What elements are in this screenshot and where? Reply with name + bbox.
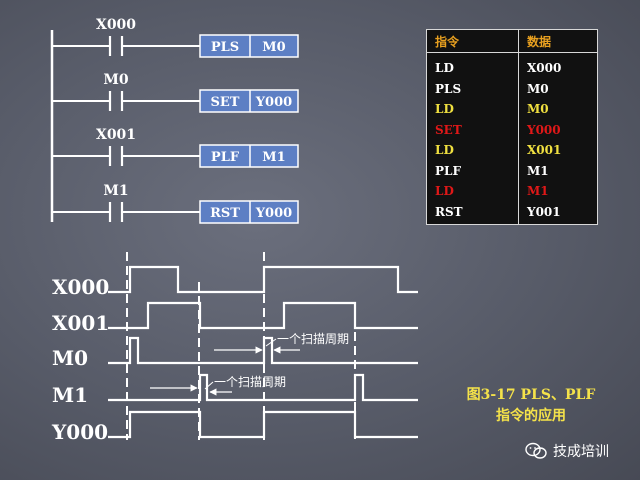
- contact-label: X001: [96, 127, 136, 143]
- caption-line-2: 指令的应用: [496, 408, 566, 424]
- instruction-mnemonic: RST: [210, 206, 240, 221]
- table-instr-cell: PLF: [435, 163, 461, 178]
- scan-period-label: 一个扫描周期: [214, 375, 286, 389]
- signal-row: X000: [52, 265, 418, 299]
- table-instr-cell: LD: [435, 143, 454, 157]
- table-header-data: 数据: [527, 35, 552, 49]
- table-instr-cell: SET: [435, 122, 462, 137]
- instruction-box: [199, 144, 299, 168]
- watermark: 技成培训: [525, 441, 609, 461]
- table-column-divider: [518, 30, 519, 224]
- table-instr-cell: LD: [435, 184, 454, 198]
- table-data-cell: M1: [527, 163, 549, 178]
- scan-period-leader: [265, 338, 277, 347]
- table-header-divider: [427, 52, 597, 53]
- table-data-cell: Y001: [527, 204, 561, 219]
- instruction-operand: M0: [262, 40, 285, 55]
- signal-label: X001: [52, 311, 109, 335]
- table-data-cell: M1: [527, 184, 549, 198]
- signal-row: Y000: [51, 410, 418, 444]
- instruction-mnemonic: SET: [211, 95, 240, 110]
- table-data-cell: Y000: [527, 122, 561, 137]
- signal-waveform: [108, 301, 418, 330]
- instruction-box: [199, 89, 299, 113]
- signal-waveform: [108, 336, 418, 365]
- watermark-text: 技成培训: [553, 444, 609, 460]
- table-data-cell: M0: [527, 102, 549, 116]
- caption-line-1: 图3-17 PLS、PLF: [466, 387, 596, 403]
- table-data-cell: X000: [527, 61, 562, 75]
- instruction-mnemonic: PLS: [211, 40, 239, 55]
- instruction-column: LD PLS LD SET LD PLF LD RST: [435, 58, 463, 222]
- signal-row: M1: [52, 373, 418, 407]
- signal-label: X000: [52, 275, 109, 299]
- table-header-instruction: 指令: [435, 35, 460, 49]
- instruction-operand: Y000: [255, 206, 292, 221]
- instruction-operand: M1: [262, 150, 285, 165]
- table-instr-cell: LD: [435, 61, 454, 75]
- signal-row: M0: [52, 336, 418, 370]
- instruction-box: [199, 34, 299, 58]
- contact-label: M0: [103, 72, 128, 88]
- scan-period-label: 一个扫描周期: [277, 332, 349, 346]
- figure-caption: 图3-17 PLS、PLF 指令的应用: [446, 385, 616, 427]
- table-instr-cell: LD: [435, 102, 454, 116]
- contact-label: X000: [96, 17, 136, 33]
- signal-label: M0: [52, 346, 88, 370]
- signal-waveform: [108, 373, 418, 402]
- table-data-cell: M0: [527, 81, 549, 96]
- instruction-mnemonic: PLF: [211, 150, 240, 165]
- signal-label: Y000: [51, 420, 108, 444]
- table-instr-cell: RST: [435, 204, 463, 219]
- chat-bubble-icon: [525, 442, 547, 459]
- contact-label: M1: [103, 183, 128, 199]
- instruction-operand: Y000: [255, 95, 292, 110]
- signal-waveform: [108, 265, 418, 294]
- signal-waveform: [108, 410, 418, 439]
- instruction-box: [199, 200, 299, 224]
- table-data-cell: X001: [527, 143, 562, 157]
- scan-period-leader: [204, 381, 214, 390]
- signal-label: M1: [52, 383, 88, 407]
- signal-row: X001: [52, 301, 418, 335]
- table-instr-cell: PLS: [435, 81, 462, 96]
